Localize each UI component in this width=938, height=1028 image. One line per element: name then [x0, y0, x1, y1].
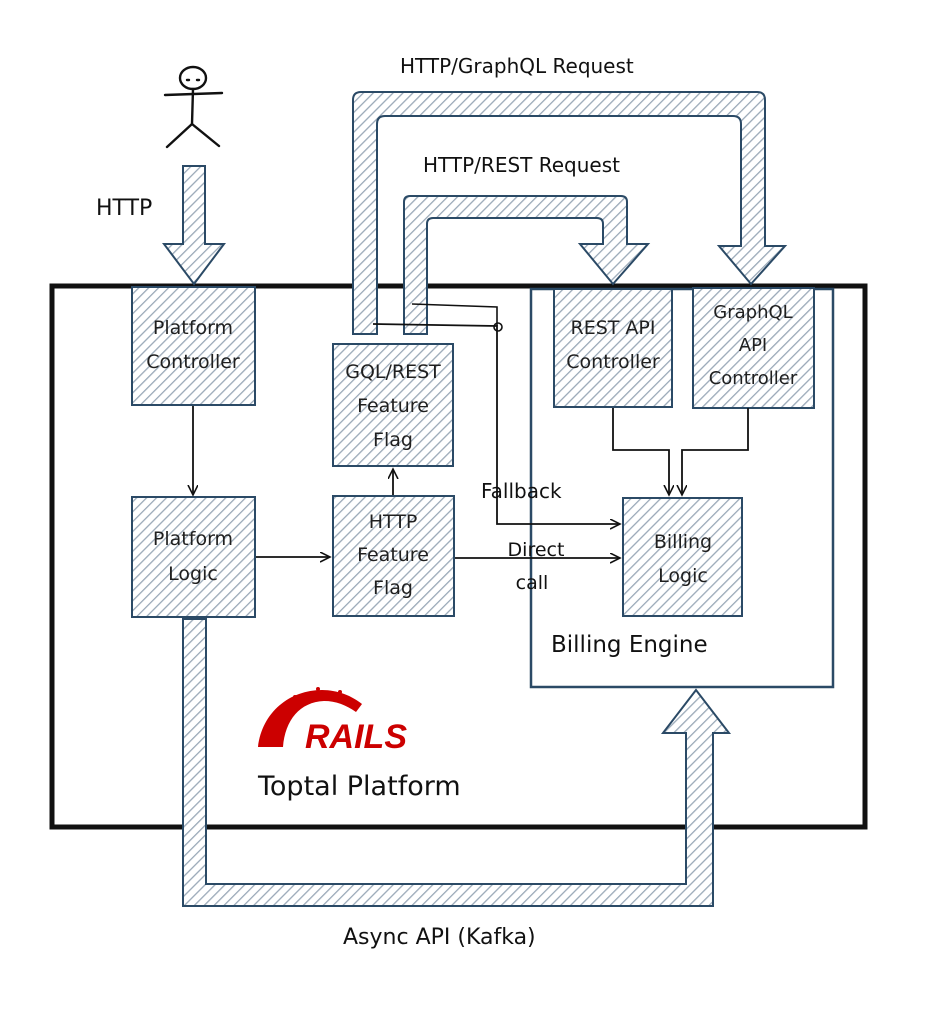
async-api-arrow: [182, 618, 732, 907]
platform-logic-line1: Platform: [153, 528, 233, 550]
direct-call-label-line1: Direct: [508, 539, 565, 561]
graphql-api-controller-line2: API: [739, 335, 767, 356]
direct-call-label-line2: call: [516, 572, 549, 594]
rest-api-controller-line1: REST API: [571, 317, 656, 339]
billing-logic-box: Billing Logic: [622, 497, 743, 617]
gql-rest-flag-line1: GQL/REST: [345, 361, 441, 383]
rest-request-arrow: [403, 195, 651, 335]
rest-controller-to-billing-arrow: [612, 408, 669, 494]
fallback-line-top: [411, 303, 498, 326]
graphql-api-controller-line1: GraphQL: [713, 302, 792, 323]
platform-logic-line2: Logic: [168, 563, 218, 585]
toptal-platform-frame: [49, 283, 868, 830]
fallback-junction: [493, 322, 503, 332]
rest-api-controller-box: REST API Controller: [553, 288, 673, 408]
graphql-request-arrow: [352, 91, 788, 335]
gql-rest-flag-line3: Flag: [373, 429, 413, 451]
billing-engine-label: Billing Engine: [551, 632, 708, 658]
platform-controller-line2: Controller: [146, 351, 240, 373]
gql-rest-feature-flag-box: GQL/REST Feature Flag: [332, 343, 454, 467]
stick-figure-icon: [163, 65, 224, 149]
rails-logo: RAILS: [258, 687, 407, 756]
rest-api-controller-line2: Controller: [566, 351, 660, 373]
platform-logic-box: Platform Logic: [131, 496, 256, 618]
fallback-label: Fallback: [481, 479, 562, 503]
platform-controller-line1: Platform: [153, 317, 233, 339]
graphql-request-label: HTTP/GraphQL Request: [400, 54, 634, 78]
rails-logo-text: RAILS: [305, 718, 407, 756]
http-label: HTTP: [96, 196, 152, 221]
gql-rest-flag-line2: Feature: [357, 395, 429, 417]
billing-logic-line1: Billing: [654, 531, 712, 553]
rails-logo-arc: [258, 690, 362, 747]
billing-logic-line2: Logic: [658, 565, 708, 587]
async-api-label: Async API (Kafka): [343, 925, 536, 950]
toptal-platform-label: Toptal Platform: [257, 771, 461, 802]
http-flag-line1: HTTP: [369, 511, 418, 533]
http-arrow: [162, 165, 226, 286]
fallback-line: [372, 323, 619, 524]
graphql-api-controller-line3: Controller: [709, 368, 798, 389]
graphql-controller-to-billing-arrow: [682, 408, 749, 494]
http-feature-flag-box: HTTP Feature Flag: [332, 495, 455, 617]
http-flag-line2: Feature: [357, 544, 429, 566]
http-flag-line3: Flag: [373, 577, 413, 599]
platform-controller-box: Platform Controller: [131, 286, 256, 406]
graphql-api-controller-box: GraphQL API Controller: [692, 287, 815, 409]
rest-request-label: HTTP/REST Request: [423, 153, 620, 177]
billing-engine-frame: [529, 287, 835, 689]
